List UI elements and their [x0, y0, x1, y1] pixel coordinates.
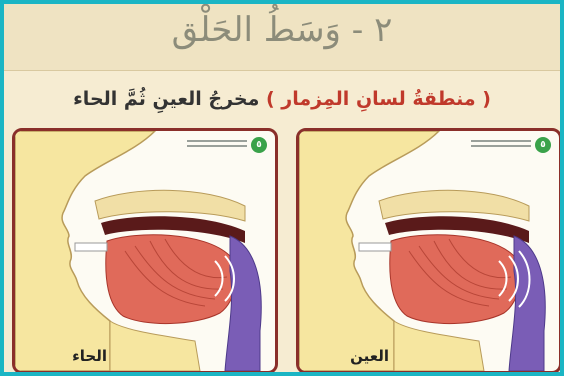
- nasal-cavity: [379, 190, 529, 221]
- page-title: ٢ - وَسَطُ الحَلْق: [4, 10, 560, 50]
- logo-badge-icon: ٥: [251, 137, 267, 153]
- logo-text-lines: [471, 140, 531, 142]
- vocal-tract-diagram-haa: [15, 131, 275, 371]
- subtitle-highlight: ( منطقةُ لسانِ المِزمار ): [266, 88, 491, 110]
- vocal-tract-diagram-ayn: [299, 131, 559, 371]
- caption-ayn: العين: [350, 347, 389, 365]
- neck: [394, 321, 484, 371]
- subtitle-text: مخرجُ العينِ ثُمَّ الحاء: [73, 88, 259, 110]
- logo-text-lines: [187, 140, 247, 142]
- teeth: [359, 243, 391, 251]
- logo-badge-icon: ٥: [535, 137, 551, 153]
- neck: [110, 321, 200, 371]
- page-subtitle: ( منطقةُ لسانِ المِزمار ) مخرجُ العينِ ث…: [4, 88, 560, 110]
- panel-ayn: ٥ العين: [296, 128, 562, 374]
- caption-haa: الحاء: [72, 347, 107, 365]
- pharynx: [509, 236, 545, 371]
- panel-haa: ٥ الحاء: [12, 128, 278, 374]
- teeth: [75, 243, 107, 251]
- publisher-logo: ٥: [183, 137, 267, 155]
- pharynx: [225, 236, 261, 371]
- publisher-logo: ٥: [467, 137, 551, 155]
- nasal-cavity: [95, 190, 245, 221]
